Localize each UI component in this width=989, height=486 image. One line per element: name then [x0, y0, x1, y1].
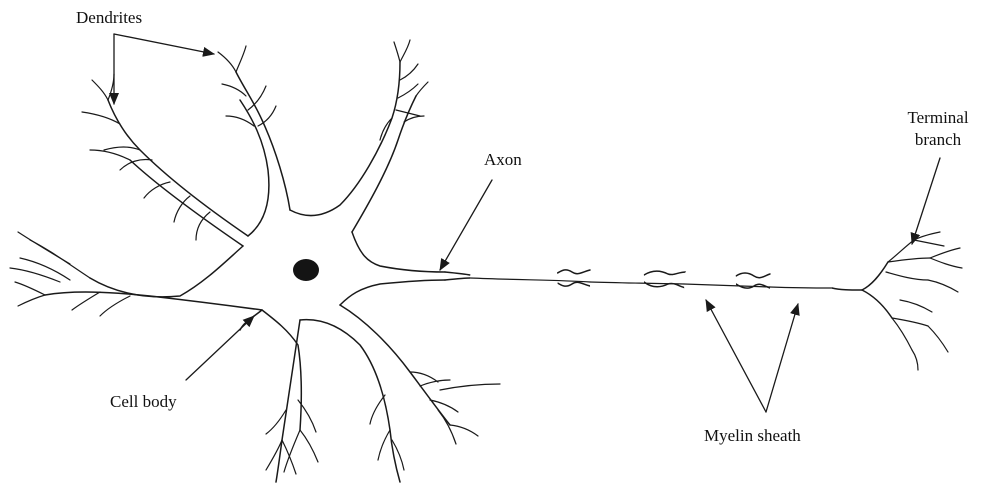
myelin-sheath-segment	[684, 266, 736, 298]
nucleus	[293, 259, 319, 281]
cell-body-outline	[45, 62, 450, 482]
cell-body-label: Cell body	[110, 392, 177, 412]
myelin-sheath-segment	[590, 264, 644, 298]
terminal-branch-label-line1: Terminal	[896, 108, 980, 128]
myelin-sheath-arrow-2	[766, 304, 798, 412]
leader-arrows	[114, 34, 940, 412]
cell-body-arrow	[186, 316, 254, 380]
myelin-sheath-arrow-1	[706, 300, 766, 412]
terminal-branch-arrow	[912, 158, 940, 244]
dendrites-arrow-2	[114, 34, 214, 54]
axon-label: Axon	[484, 150, 522, 170]
axon-arrow	[440, 180, 492, 270]
terminal-branches	[862, 232, 962, 370]
myelin-sheath-segment	[770, 268, 832, 302]
dendrites-label: Dendrites	[76, 8, 142, 28]
myelin-sheaths	[470, 262, 832, 302]
terminal-branch-label-line2: branch	[896, 130, 980, 150]
myelin-sheath-label: Myelin sheath	[704, 426, 801, 446]
